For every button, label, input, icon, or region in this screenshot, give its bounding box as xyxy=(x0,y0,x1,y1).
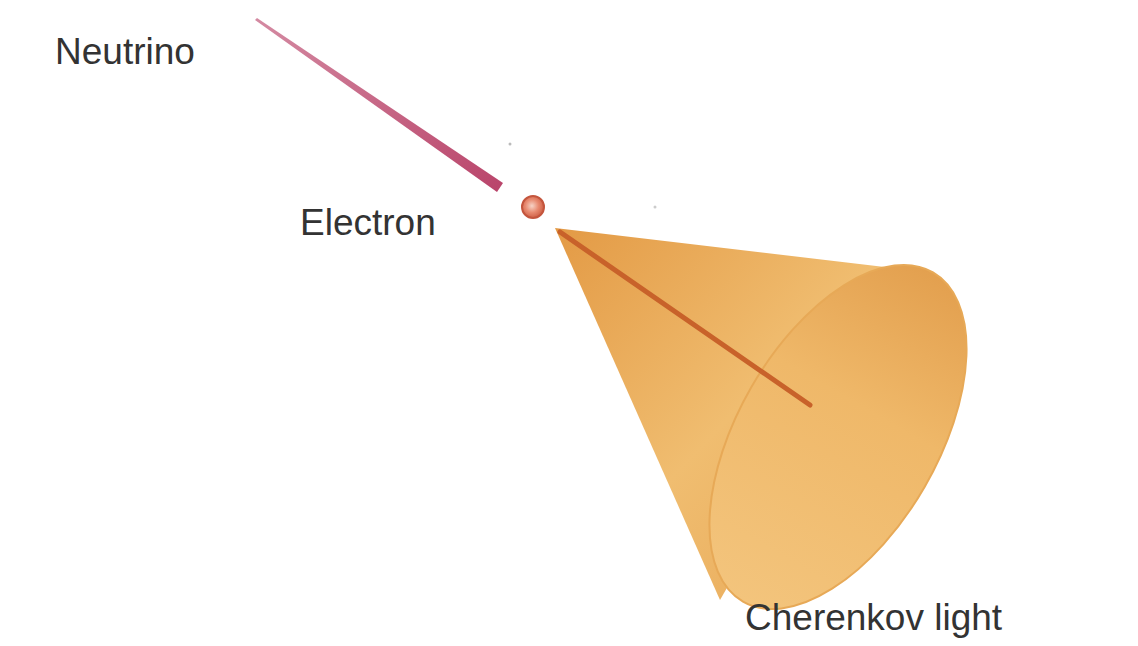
cone-rim xyxy=(656,222,1019,646)
particle-label: Electron xyxy=(300,203,436,244)
particle-label: Neutrino xyxy=(55,32,195,73)
speck xyxy=(654,206,657,209)
speck xyxy=(509,143,512,146)
electron-dot xyxy=(522,196,544,218)
light-label: Cherenkov light xyxy=(745,598,1002,639)
electron-path xyxy=(560,232,810,405)
neutrino-track xyxy=(255,18,503,192)
